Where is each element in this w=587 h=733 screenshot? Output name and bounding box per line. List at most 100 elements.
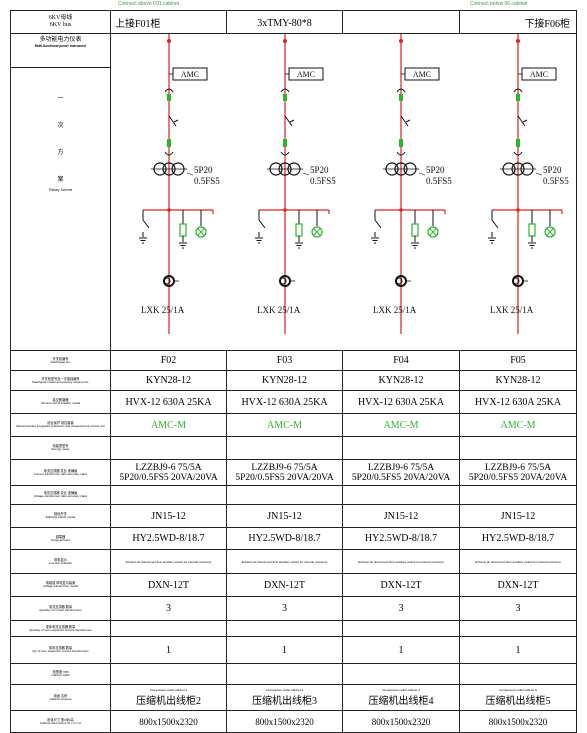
zct-inner-0	[163, 277, 171, 285]
width-1	[226, 663, 343, 685]
breaker-tick-0	[173, 119, 179, 123]
zct-label-1: LXK 25/1A	[257, 305, 301, 315]
dims-3: 800x1500x2320	[459, 710, 577, 733]
earthing-0: JN15-12	[110, 504, 227, 528]
branch-node-2	[399, 208, 403, 212]
ct-label-1-2: 5P20	[426, 165, 445, 175]
ct-lead-1	[302, 172, 310, 176]
ct-qty-0: 3	[110, 596, 227, 621]
live-indicator-2: Exhaust air disconnect flow auxiliary sw…	[342, 549, 460, 574]
width-2	[342, 663, 460, 685]
meter-label-box: 多功能电力仪表 Multi-functional power instrumen…	[11, 35, 110, 68]
surge-0: HY2.5WD-8/18.7	[110, 527, 227, 550]
amc-label-3: AMC	[530, 70, 548, 79]
breaker-tick-2	[405, 119, 411, 123]
meter-label-cn: 多功能电力仪表	[39, 37, 82, 43]
indicator-x2-1	[313, 228, 321, 236]
energy-meter-1	[226, 436, 343, 460]
bus-tap-dot-3	[516, 39, 520, 43]
dims-1: 800x1500x2320	[226, 710, 343, 733]
lower-contact-green-3	[516, 139, 520, 147]
upper-contact-0	[164, 88, 174, 93]
top-label-cell-3: 下接F06柜	[459, 10, 577, 34]
energy-meter-0	[110, 436, 227, 460]
dims-2: 800x1500x2320	[342, 710, 460, 733]
model-3: KYN28-12	[459, 370, 577, 391]
top-note-left: Connect above F01 cabinet	[118, 1, 180, 7]
earthing-1: JN15-12	[226, 504, 343, 528]
upper-contact-green-1	[283, 94, 287, 101]
upper-contact-green-2	[399, 94, 403, 101]
qty2-0: 1	[110, 636, 227, 664]
live-indicator-0: Exhaust air disconnect flow auxiliary sw…	[110, 549, 227, 574]
breaker-tick-3	[522, 119, 528, 123]
breaker-blade-1	[284, 115, 293, 127]
earth-blade-2	[374, 219, 382, 229]
branch-node-0	[167, 208, 171, 212]
vt-3	[459, 485, 577, 505]
scheme-char-0: 一	[57, 96, 64, 102]
top-label-3: 下接F06柜	[524, 18, 570, 30]
lower-contact-2	[396, 151, 406, 156]
scheme-char-1: 次	[57, 123, 64, 129]
vt-0	[110, 485, 227, 505]
breaker-1: HVX-12 630A 25KA	[226, 390, 343, 414]
surge-2: HY2.5WD-8/18.7	[342, 527, 460, 550]
ct-lead-0	[186, 172, 194, 176]
zct-inner-2	[395, 277, 403, 285]
bus-label-en: 6KV bus	[49, 22, 72, 28]
cabinet-no-3: F05	[459, 350, 577, 371]
breaker-3: HVX-12 630A 25KA	[459, 390, 577, 414]
dims-0: 800x1500x2320	[110, 710, 227, 733]
breaker-blade-0	[168, 115, 177, 127]
top-label-cell-2	[342, 10, 460, 34]
energy-meter-2	[342, 436, 460, 460]
qty2-1: 1	[226, 636, 343, 664]
lower-contact-green-0	[167, 139, 171, 147]
earth-blade-3	[491, 219, 499, 229]
surge-1: HY2.5WD-8/18.7	[226, 527, 343, 550]
top-label-cell-1: 3xTMY-80*8	[226, 10, 343, 34]
lower-contact-0	[164, 151, 174, 156]
branch-node-1	[283, 208, 287, 212]
ct-qty-3: 3	[459, 596, 577, 621]
top-note-right: Connect below 06 cabinet	[470, 1, 528, 7]
ct-qty-2: 3	[342, 596, 460, 621]
breaker-blade-3	[517, 115, 526, 127]
vt-1	[226, 485, 343, 505]
zct-label-3: LXK 25/1A	[490, 305, 534, 315]
top-label-0: 上接F01柜	[115, 18, 161, 30]
branch-node-3	[516, 208, 520, 212]
sensor-0: DXN-12T	[110, 573, 227, 597]
width-0	[110, 663, 227, 685]
qty2-3: 1	[459, 636, 577, 664]
ct-lead-3	[535, 172, 543, 176]
earth-blade-0	[142, 219, 150, 229]
cabinet-no-0: F02	[110, 350, 227, 371]
amc-label-1: AMC	[297, 70, 315, 79]
arrester-box-3	[528, 223, 536, 237]
breaker-tick-1	[289, 119, 295, 123]
ct-label-2-0: 0.5FS5	[194, 176, 220, 186]
